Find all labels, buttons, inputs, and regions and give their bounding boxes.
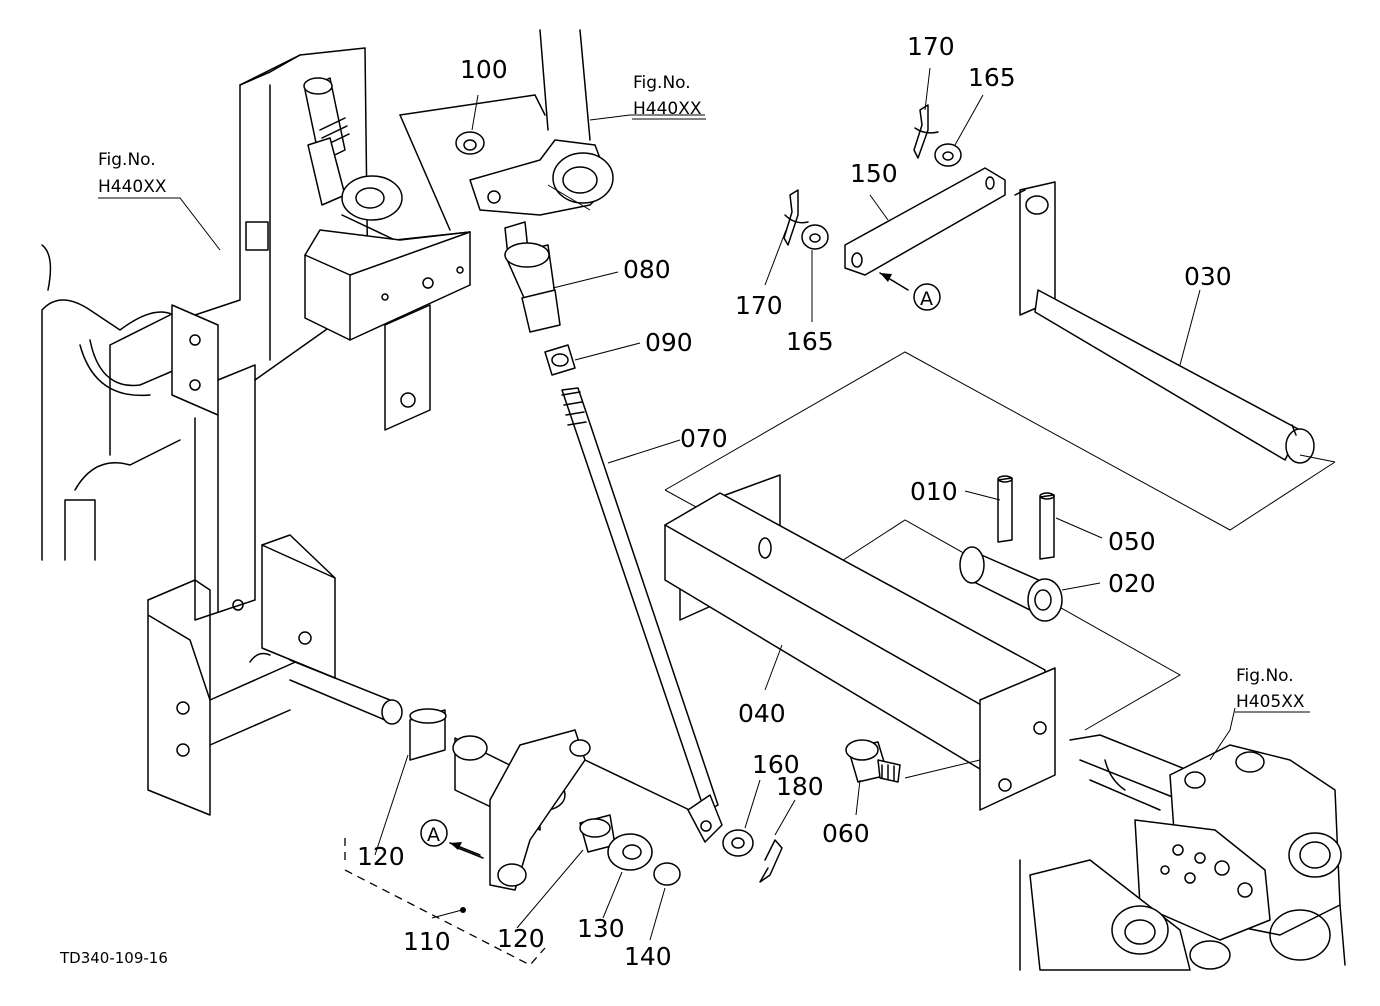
label-060: 060	[822, 819, 870, 848]
label-100: 100	[460, 55, 508, 84]
fig-caption-valve: Fig.No.	[1236, 666, 1294, 686]
part-number-labels: 100 080 090 070 170 165 150 170 165 030 …	[357, 32, 1232, 971]
lower-lever-assembly	[289, 659, 701, 966]
label-020: 020	[1108, 569, 1156, 598]
drawing-id: TD340-109-16	[59, 949, 168, 967]
label-170-left: 170	[735, 291, 783, 320]
label-010: 010	[910, 477, 958, 506]
left-frame-assembly	[41, 47, 471, 816]
label-170-top: 170	[907, 32, 955, 61]
figure-references: Fig.No. H440XX Fig.No. H440XX Fig.No. H4…	[98, 73, 1310, 713]
label-120-left: 120	[357, 842, 405, 871]
pivot-bar-assembly	[664, 351, 1336, 816]
label-030: 030	[1184, 262, 1232, 291]
label-165-left: 165	[786, 327, 834, 356]
view-marker-a-lower: A	[427, 824, 440, 846]
label-180: 180	[776, 772, 824, 801]
label-050: 050	[1108, 527, 1156, 556]
fig-number-valve: H405XX	[1236, 692, 1305, 712]
label-090: 090	[645, 328, 693, 357]
fig-caption-upper: Fig.No.	[633, 73, 691, 93]
label-150: 150	[850, 159, 898, 188]
fig-caption-left: Fig.No.	[98, 150, 156, 170]
valve-assembly	[1019, 707, 1346, 971]
label-070: 070	[680, 424, 728, 453]
label-080: 080	[623, 255, 671, 284]
label-120-right: 120	[497, 924, 545, 953]
label-040: 040	[738, 699, 786, 728]
label-130: 130	[577, 914, 625, 943]
view-markers: A A	[420, 288, 933, 856]
link-rod-assembly	[399, 29, 796, 883]
label-110: 110	[403, 927, 451, 956]
label-160: 160	[752, 750, 800, 779]
upper-right-shaft-assembly	[764, 67, 1336, 464]
label-140: 140	[624, 942, 672, 971]
fig-number-left: H440XX	[98, 177, 167, 197]
view-marker-a-upper: A	[920, 288, 933, 310]
label-165-top: 165	[968, 63, 1016, 92]
fig-number-upper: H440XX	[633, 99, 702, 119]
